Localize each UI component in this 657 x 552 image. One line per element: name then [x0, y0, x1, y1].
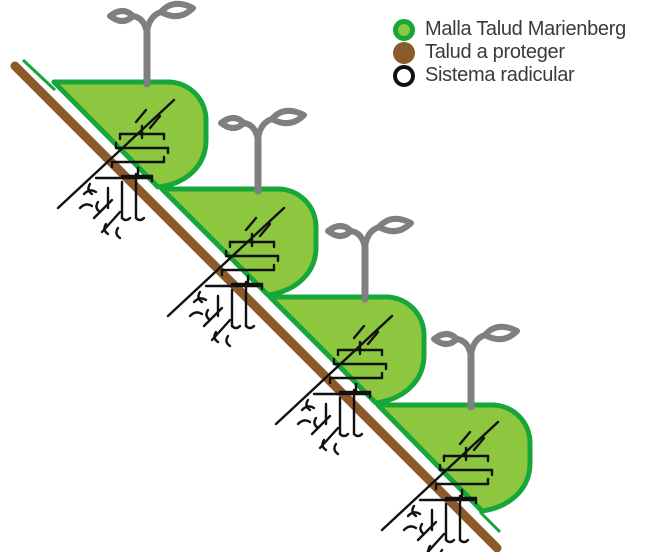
- mesh-terrace-4: [375, 402, 533, 514]
- green-circle-icon: [393, 18, 415, 41]
- ring-circle-icon: [393, 64, 415, 87]
- mesh-edge-line: [21, 58, 57, 92]
- sprout-3: [328, 219, 411, 299]
- legend: Malla Talud Marienberg Talud a proteger …: [393, 18, 626, 87]
- legend-label-slope: Talud a proteger: [425, 41, 565, 63]
- sprout-1: [110, 4, 193, 84]
- sprout-4: [434, 327, 517, 407]
- legend-item-roots: Sistema radicular: [393, 64, 626, 87]
- sprout-2: [221, 111, 304, 191]
- slope-line: [10, 61, 502, 552]
- brown-circle-icon: [393, 41, 415, 64]
- mesh-edge-line-end: [478, 510, 502, 534]
- legend-item-slope: Talud a proteger: [393, 41, 626, 64]
- legend-label-mesh: Malla Talud Marienberg: [425, 18, 626, 40]
- legend-item-mesh: Malla Talud Marienberg: [393, 18, 626, 41]
- legend-label-roots: Sistema radicular: [425, 64, 575, 86]
